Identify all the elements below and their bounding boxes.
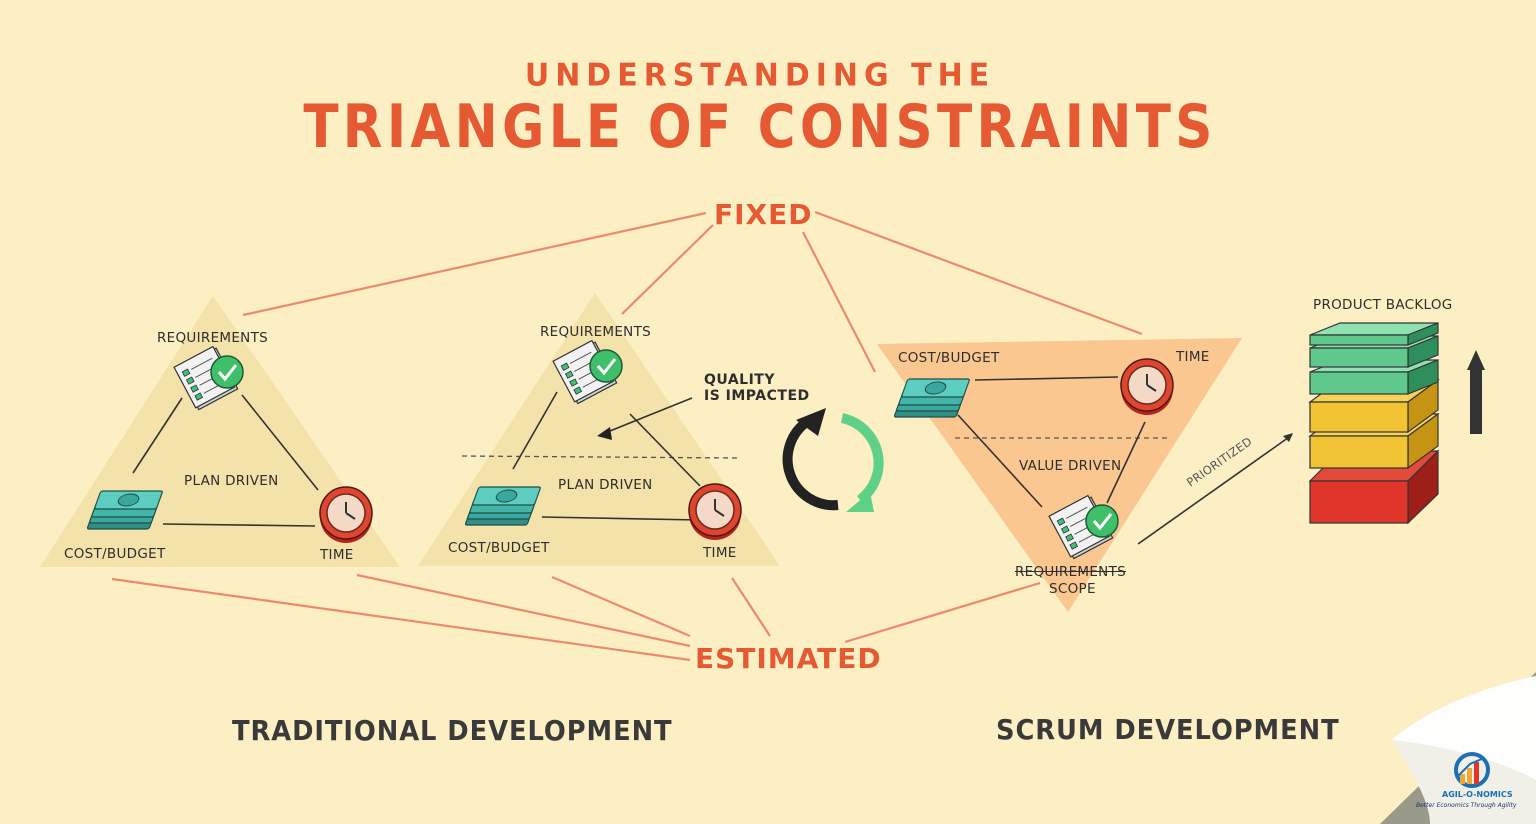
fixed-connector-lines xyxy=(242,210,1143,373)
quality-label-line2: IS IMPACTED xyxy=(704,388,810,404)
scrum-scope-label: SCOPE xyxy=(1049,581,1096,597)
scrum-development-label: SCRUM DEVELOPMENT xyxy=(996,713,1340,746)
traditional-plan-driven-label: PLAN DRIVEN xyxy=(184,473,279,489)
product-backlog-stack xyxy=(1308,322,1440,525)
page-title: TRIANGLE OF CONSTRAINTS xyxy=(303,92,1217,162)
fixed-label: FIXED xyxy=(714,198,813,231)
scrum-triangle-edges xyxy=(957,376,1293,545)
product-backlog-label: PRODUCT BACKLOG xyxy=(1313,297,1453,313)
page-curl xyxy=(1380,672,1536,824)
traditional-requirements-label: REQUIREMENTS xyxy=(157,330,268,346)
subtitle: UNDERSTANDING THE xyxy=(524,57,996,94)
traditional-triangle-edges xyxy=(132,394,319,527)
impacted-plan-driven-label: PLAN DRIVEN xyxy=(558,477,653,493)
money-stack-icon xyxy=(893,378,971,418)
quality-label-line1: QUALITY xyxy=(704,372,775,388)
logo-tagline: Better Economics Through Agility xyxy=(1416,802,1517,809)
estimated-label: ESTIMATED xyxy=(695,642,882,675)
scrum-requirements-label: REQUIREMENTS xyxy=(1015,564,1126,580)
up-arrow-icon xyxy=(1467,350,1485,434)
traditional-development-label: TRADITIONAL DEVELOPMENT xyxy=(232,714,673,747)
money-stack-icon xyxy=(464,486,542,526)
clock-icon xyxy=(1120,358,1174,416)
impacted-requirements-label: REQUIREMENTS xyxy=(540,324,651,340)
impacted-cost-label: COST/BUDGET xyxy=(448,540,550,556)
traditional-time-label: TIME xyxy=(320,547,354,563)
logo-icon xyxy=(1454,752,1490,788)
scrum-value-driven-label: VALUE DRIVEN xyxy=(1019,458,1122,474)
logo-name: AGIL-O-NOMICS xyxy=(1442,790,1513,799)
money-stack-icon xyxy=(86,490,164,530)
scrum-time-label: TIME xyxy=(1176,349,1210,365)
estimated-connector-lines xyxy=(111,573,1041,662)
clock-icon xyxy=(319,486,373,544)
traditional-cost-label: COST/BUDGET xyxy=(64,546,166,562)
quality-arrow-head xyxy=(597,427,612,440)
scrum-cost-label: COST/BUDGET xyxy=(898,350,1000,366)
clock-icon xyxy=(688,483,742,541)
impacted-time-label: TIME xyxy=(703,545,737,561)
cycle-arrows-icon xyxy=(782,408,884,512)
quality-dashed-line xyxy=(461,455,739,459)
impacted-triangle-edges xyxy=(512,391,701,521)
